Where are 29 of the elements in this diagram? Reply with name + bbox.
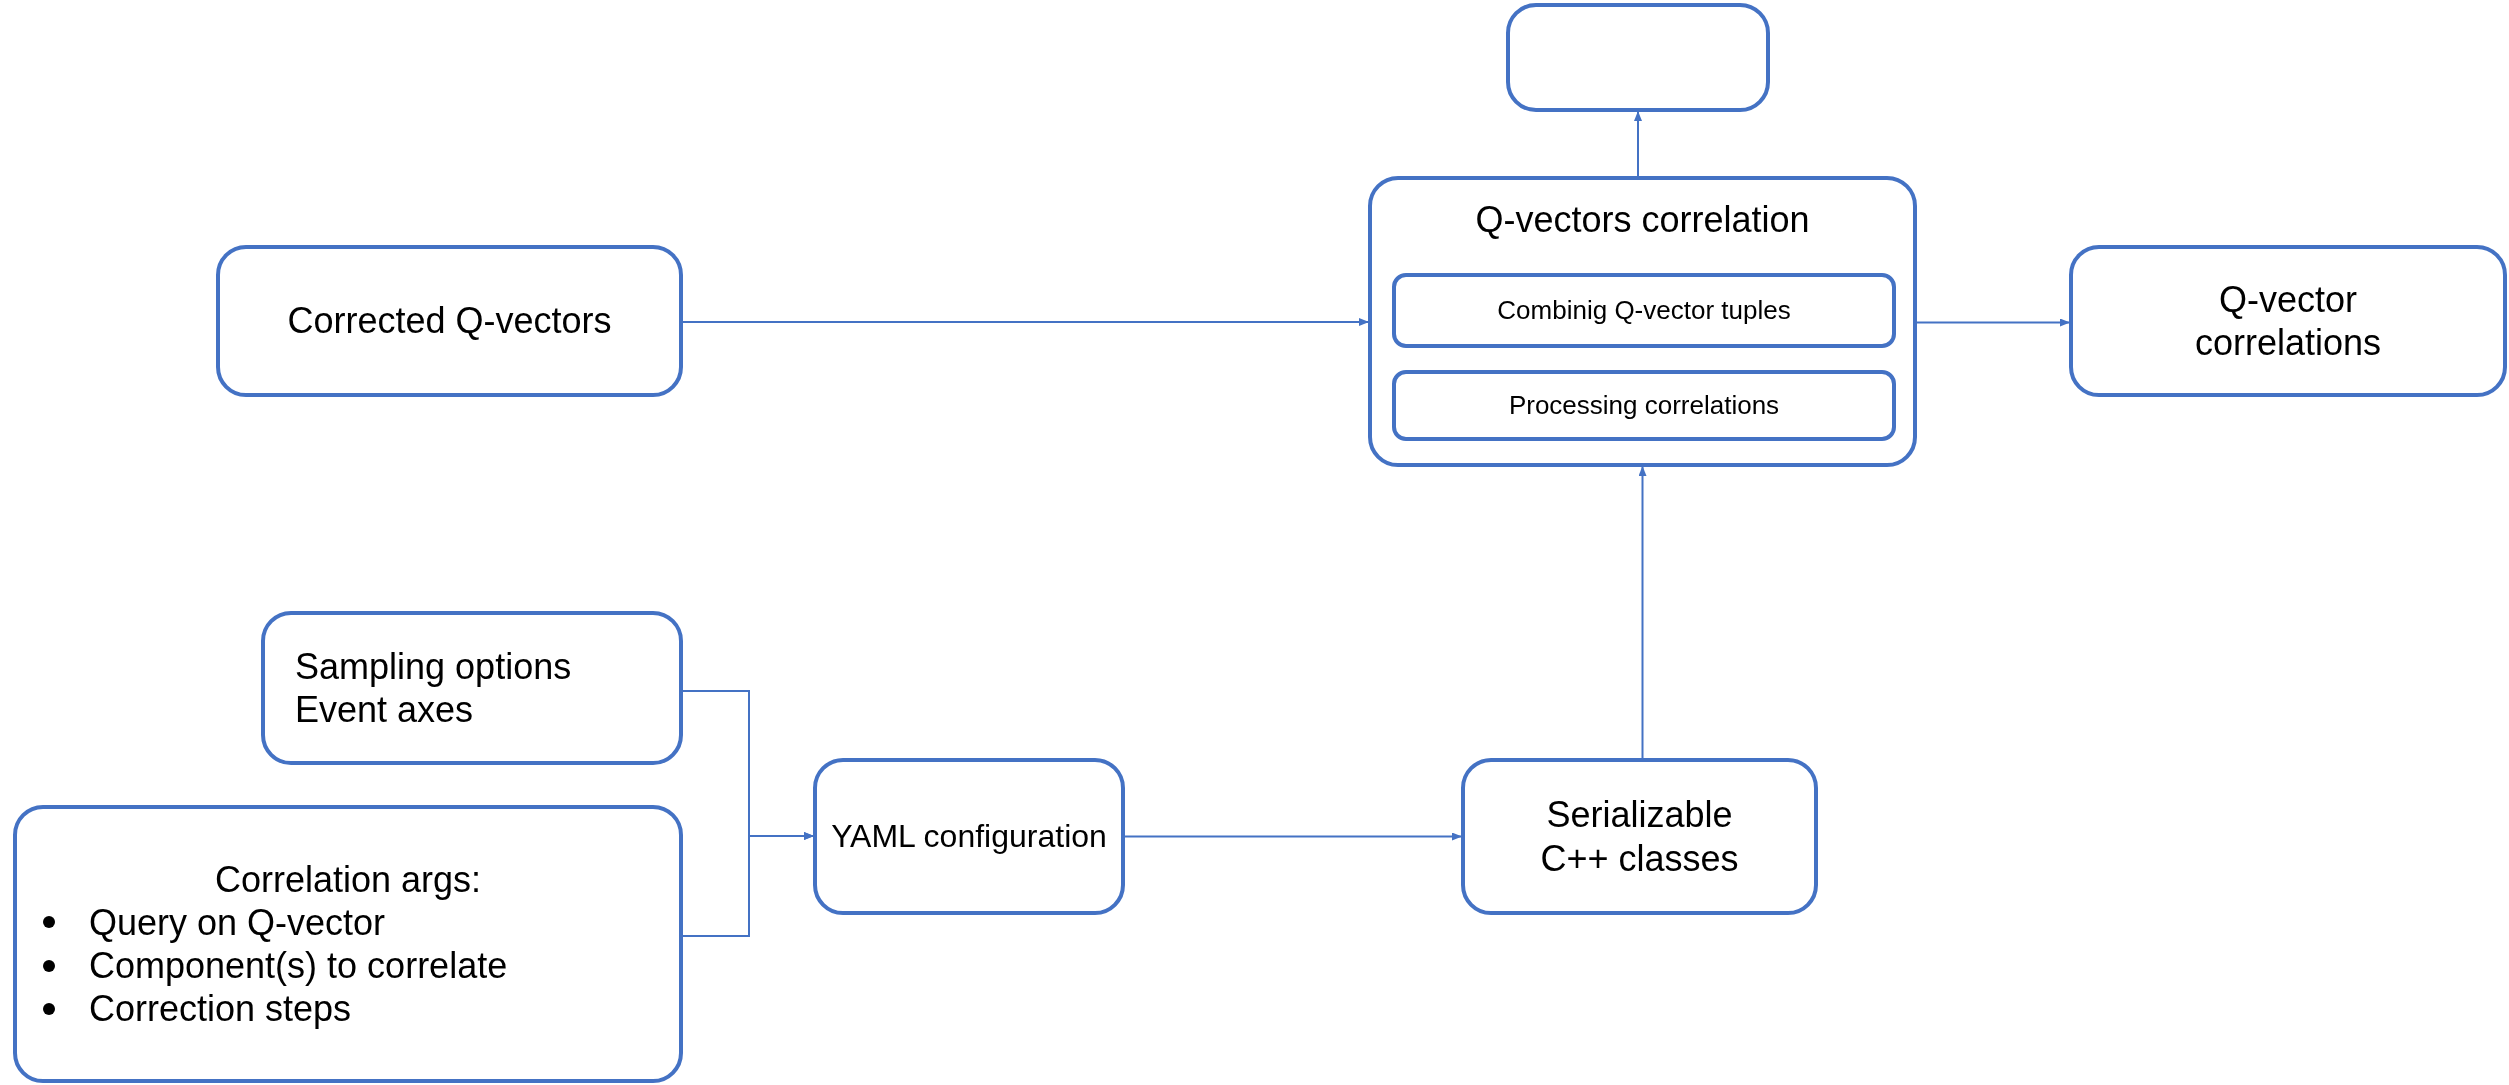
empty-box <box>1506 3 1770 112</box>
arrow <box>1916 318 2070 327</box>
step-box <box>1392 370 1896 441</box>
output-box <box>2069 245 2507 397</box>
arrow <box>1638 466 1647 759</box>
step-label: Processing correlations <box>1508 389 1780 422</box>
process-box <box>1368 176 1917 467</box>
options-box <box>261 611 683 765</box>
step-label: Combinig Q-vector tuples <box>1497 294 1791 327</box>
node-heading: Correlation args: <box>213 857 483 901</box>
node-label: Q-vectors correlation <box>1475 198 1810 242</box>
input-box <box>216 245 683 397</box>
node-label: Corrected Q-vectors <box>287 299 612 343</box>
step-box <box>1392 273 1896 348</box>
node-label: Q-vector correlations <box>2193 277 2383 365</box>
args-box <box>13 805 683 1083</box>
arrow <box>1124 832 1462 841</box>
classes-box <box>1461 758 1818 915</box>
bullet-item: Component(s) to correlate <box>89 944 508 988</box>
arrow <box>682 832 814 937</box>
config-box <box>813 758 1125 915</box>
arrow <box>1634 111 1642 177</box>
node-label: Sampling options <box>295 644 572 688</box>
node-label: Event axes <box>295 688 474 732</box>
node-label: YAML configuration <box>831 817 1107 856</box>
bullet-item: Query on Q-vector <box>89 900 386 944</box>
node-label: Serializable C++ classes <box>1539 793 1740 880</box>
arrow <box>682 318 1369 326</box>
bullet-item: Correction steps <box>89 987 352 1031</box>
